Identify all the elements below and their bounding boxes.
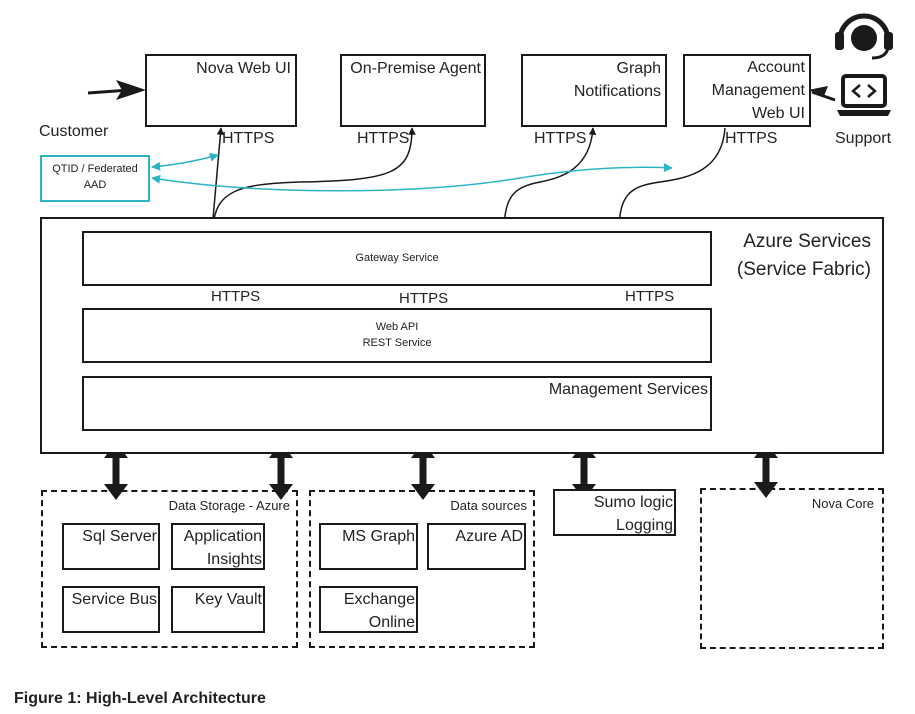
support-label: Support (835, 130, 892, 147)
app-insights-line-1: Application (183, 528, 262, 545)
web-api-line-1: Web API (375, 321, 419, 333)
laptop-code-icon (837, 74, 891, 116)
https-label-nova: HTTPS (222, 130, 275, 147)
data-storage-title: Data Storage - Azure (168, 498, 290, 513)
sumo-logic-line-1: Sumo logic (593, 494, 673, 511)
nova-web-ui-connector (208, 127, 225, 231)
management-services-label: Management Services (548, 381, 708, 398)
sumo-logic-box: Sumo logic Logging (553, 489, 676, 536)
graph-notifications-line-2: Notifications (573, 83, 661, 100)
service-bus-box: Service Bus (62, 586, 160, 633)
customer-label: Customer (39, 123, 109, 140)
web-api-box: Web API REST Service (82, 308, 712, 363)
account-management-line-2: Management (711, 82, 805, 99)
support-arrowhead (808, 86, 828, 96)
nova-core-group: Nova Core (700, 488, 884, 649)
exchange-online-line-1: Exchange (343, 591, 415, 608)
qtid-nova-link (151, 152, 219, 171)
qtid-line-1: QTID / Federated (52, 163, 138, 175)
nova-web-ui-box: Nova Web UI (145, 54, 297, 127)
ms-graph-label: MS Graph (342, 528, 415, 545)
https-label-account: HTTPS (725, 130, 778, 147)
nova-core-label: Nova Core (811, 496, 874, 511)
azure-ad-label: Azure AD (455, 528, 523, 545)
app-insights-line-2: Insights (206, 551, 262, 568)
https-label-internal-1: HTTPS (211, 288, 261, 305)
data-sources-group: Data sources (309, 490, 535, 648)
sql-server-box: Sql Server (62, 523, 160, 570)
exchange-online-line-2: Online (368, 614, 415, 631)
management-services-box: Management Services (82, 376, 712, 431)
support-arrow (811, 90, 836, 102)
sql-server-label: Sql Server (82, 528, 157, 545)
web-api-line-2: REST Service (362, 337, 432, 349)
graph-notifications-line-1: Graph (616, 60, 661, 77)
gateway-service-label: Gateway Service (355, 252, 439, 264)
ms-graph-box: MS Graph (319, 523, 418, 570)
headset-icon (835, 13, 893, 60)
customer-entry-arrowhead (116, 80, 146, 100)
qtid-line-2: AAD (83, 179, 107, 191)
https-label-internal-3: HTTPS (625, 288, 675, 305)
account-connector (615, 127, 726, 229)
on-premise-agent-label: On-Premise Agent (350, 60, 481, 77)
graph-notifications-box: Graph Notifications (521, 54, 667, 127)
sumo-logic-line-2: Logging (616, 517, 673, 534)
data-storage-group: Data Storage - Azure (41, 490, 298, 648)
on-premise-agent-box: On-Premise Agent (340, 54, 486, 127)
https-label-internal-2: HTTPS (399, 290, 449, 307)
account-management-box: Account Management Web UI (683, 54, 811, 127)
account-management-line-1: Account (747, 59, 805, 76)
qtid-federated-aad-box: QTID / Federated AAD (40, 155, 150, 202)
account-management-line-3: Web UI (751, 105, 805, 122)
figure-caption: Figure 1: High-Level Architecture (14, 690, 266, 707)
azure-title-line-2: (Service Fabric) (736, 259, 871, 280)
https-label-graph: HTTPS (534, 130, 587, 147)
data-sources-title: Data sources (450, 498, 527, 513)
key-vault-box: Key Vault (171, 586, 265, 633)
azure-title-line-1: Azure Services (743, 231, 871, 252)
https-label-onprem: HTTPS (357, 130, 410, 147)
application-insights-box: Application Insights (171, 523, 265, 570)
azure-ad-box: Azure AD (427, 523, 526, 570)
nova-web-ui-label: Nova Web UI (196, 60, 291, 77)
key-vault-label: Key Vault (194, 591, 262, 608)
exchange-online-box: Exchange Online (319, 586, 418, 633)
qtid-account-link (151, 163, 673, 192)
gateway-service-box: Gateway Service (82, 231, 712, 286)
service-bus-label: Service Bus (71, 591, 157, 608)
